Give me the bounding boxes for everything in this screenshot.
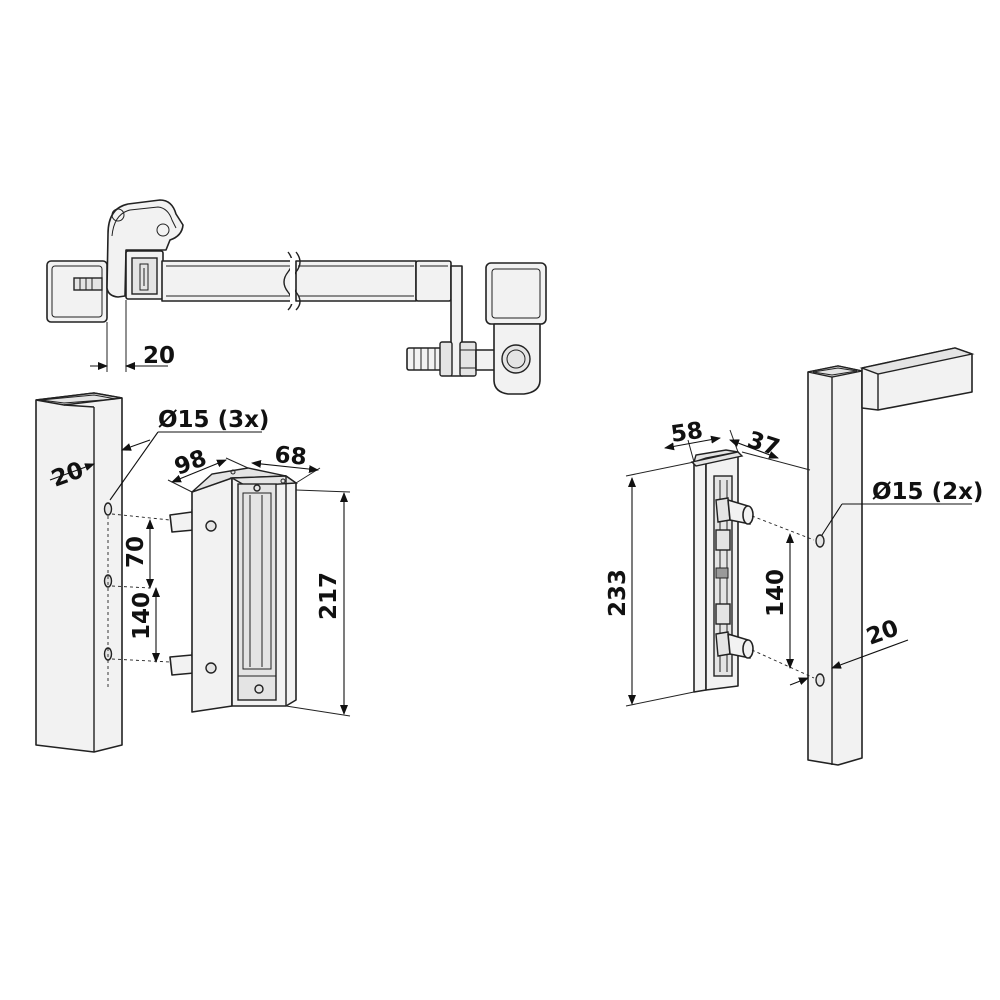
left-post <box>35 392 123 753</box>
screw-icon <box>253 484 261 492</box>
dimension-label: 58 <box>669 418 704 448</box>
dimension-spacing-left: 70 140 <box>111 513 171 663</box>
screw-icon <box>205 520 217 532</box>
dimension-label: 20 <box>143 343 175 369</box>
dimension-label: 140 <box>763 569 789 617</box>
dimension-bracket-top-right: 58 37 <box>664 418 811 471</box>
screw-icon <box>254 684 264 694</box>
dimension-label: 233 <box>605 569 631 617</box>
dimension-label: 98 <box>171 445 210 480</box>
gate-beam <box>161 251 452 311</box>
dimension-height-233: 233 <box>605 461 695 707</box>
hole-icon <box>815 534 825 548</box>
top-view: 20 <box>46 199 547 395</box>
cross-arm <box>859 347 975 411</box>
left-post-section <box>46 260 108 323</box>
dimension-top-20: 20 <box>90 300 175 372</box>
hole-icon <box>103 502 113 516</box>
right-post <box>807 365 863 766</box>
dimension-height-217: 217 <box>285 489 351 717</box>
dimension-label: Ø15 (3x) <box>158 407 269 433</box>
hole-icon <box>103 574 113 588</box>
strike-plate-icon <box>73 277 103 291</box>
screw-icon <box>205 662 217 674</box>
dimension-label: 70 <box>123 536 149 568</box>
dimension-label: 37 <box>744 427 782 462</box>
latch-mechanism <box>106 199 184 300</box>
magnetic-lock-bracket <box>191 467 299 713</box>
hinge-assembly <box>406 265 499 377</box>
right-assembly: 58 37 <box>605 347 983 766</box>
hole-icon <box>815 673 825 687</box>
dimension-label: 217 <box>316 572 342 620</box>
dimension-label: 140 <box>129 592 155 640</box>
left-assembly: 20 Ø15 (3x) 70 140 <box>35 392 351 753</box>
hinge-post-section <box>485 262 547 395</box>
left-post-inner <box>51 265 103 318</box>
dimension-spacing-right: 140 <box>763 533 794 669</box>
mounting-bolts-right <box>715 497 754 659</box>
hole-callout-right: Ø15 (2x) <box>821 479 983 536</box>
dimension-label: Ø15 (2x) <box>872 479 983 505</box>
dimension-label: 20 <box>863 615 902 650</box>
dimension-label: 68 <box>273 442 307 471</box>
hole-callout-left: Ø15 (3x) <box>109 407 269 501</box>
